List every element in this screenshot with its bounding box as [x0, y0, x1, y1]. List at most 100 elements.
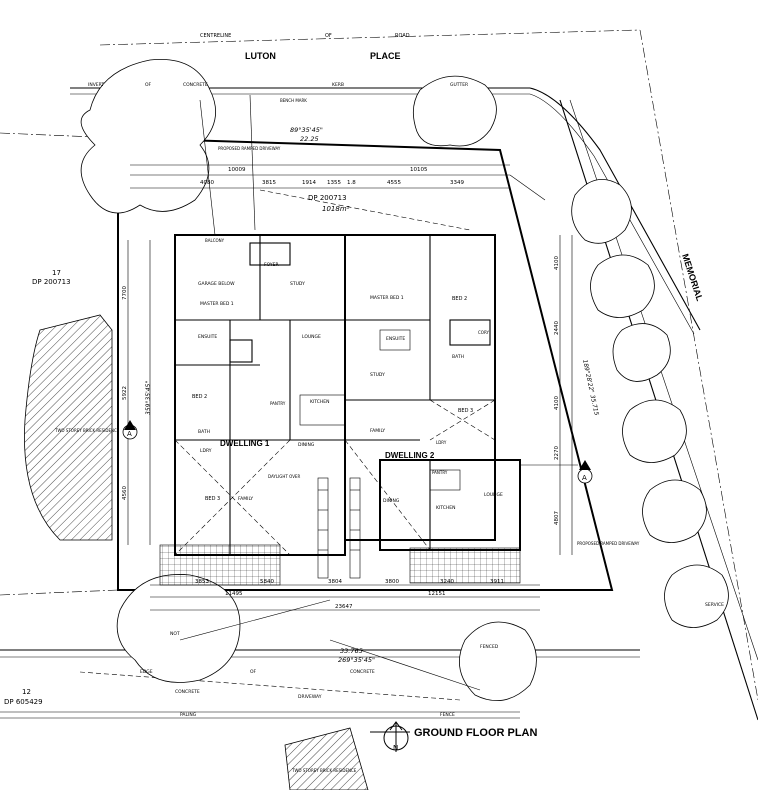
- edge-concrete-label: CONCRETE: [350, 669, 375, 675]
- lot-labels: 17 DP 200713 DP 200713 1018m² 12 DP 6054…: [4, 194, 350, 706]
- d2-ensuite: ENSUITE: [386, 336, 405, 342]
- dim-left-2: 5922: [122, 386, 128, 400]
- d2-study: STUDY: [370, 372, 385, 378]
- plan-title: GROUND FLOOR PLAN: [414, 727, 537, 739]
- kerb-invert: INVERT: [88, 82, 104, 88]
- d1-study: STUDY: [290, 281, 305, 287]
- section-marker-left: A: [122, 420, 138, 440]
- dim-bottom-1a: 3853: [195, 579, 209, 585]
- pathways: [317, 477, 361, 579]
- concrete-label-bottom: CONCRETE: [175, 689, 200, 695]
- svg-text:A: A: [127, 430, 132, 438]
- edge-label: EDGE: [140, 669, 153, 675]
- d1-lounge: LOUNGE: [302, 334, 321, 340]
- dim-right-3: 4100: [554, 396, 560, 410]
- trees: [80, 58, 729, 701]
- dim-bottom-total: 23647: [335, 604, 353, 610]
- front-deck-left: [159, 544, 281, 586]
- d1-master: MASTER BED 1: [200, 301, 234, 307]
- bearing-bottom: 269°35'45": [338, 656, 375, 664]
- dim-top-2c: 1914: [302, 180, 316, 186]
- dim-bottom-2b: 12151: [428, 591, 446, 597]
- neighbour-bottom-hatch: [284, 727, 369, 790]
- dim-right-5: 4807: [554, 511, 560, 525]
- dim-bottom-1b: 5840: [260, 579, 274, 585]
- d1-bed3: BED 3: [205, 496, 220, 502]
- dim-top-2a: 4080: [200, 180, 214, 186]
- d2-dwelling-title: DWELLING 2: [385, 451, 435, 460]
- dim-top-1a: 10009: [228, 167, 246, 173]
- d1-ensuite: ENSUITE: [198, 334, 217, 340]
- svg-text:A: A: [582, 474, 587, 482]
- d2-bed3: BED 3: [458, 408, 473, 414]
- bearing-right: 189°28'22" 35.715: [581, 359, 600, 416]
- edge-of-label: OF: [250, 669, 257, 675]
- d2-master: MASTER BED 1: [370, 295, 404, 301]
- misc-lines: [179, 94, 546, 691]
- bearing-top: 89°35'45": [290, 126, 323, 134]
- centreline-label-3: ROAD: [395, 33, 410, 39]
- north-arrow-icon: N: [383, 721, 409, 752]
- dim-top-2f: 4555: [387, 180, 401, 186]
- lot-bottom-dp: DP 605429: [4, 698, 43, 706]
- driveway-label-bottom: DRIVEWAY: [298, 694, 322, 700]
- dim-right-1: 4100: [554, 256, 560, 270]
- street-name-luton: LUTON: [245, 51, 276, 61]
- d1-dwelling-title: DWELLING 1: [220, 439, 270, 448]
- kerb-concrete: CONCRETE: [183, 82, 208, 88]
- d2-cory: CORY: [478, 330, 489, 335]
- proposed-driveway-right: PROPOSED RAMPED DRIVEWAY: [577, 541, 640, 546]
- bench-mark-label: BENCH MARK: [280, 98, 307, 103]
- kerb-of: OF: [145, 82, 152, 88]
- lot-centre-dp: DP 200713: [308, 194, 347, 202]
- lot-left-number: 17: [52, 269, 61, 277]
- bearing-top-dim: 22.25: [300, 135, 319, 143]
- d1-bath: BATH: [198, 429, 210, 435]
- bearing-bottom-dim: 33.765: [340, 647, 363, 655]
- kerb-kerb: KERB: [332, 82, 344, 88]
- dimension-lines: [127, 164, 573, 611]
- dim-top-2g: 3349: [450, 180, 464, 186]
- svg-text:N: N: [393, 744, 398, 752]
- bottom-road: [0, 649, 640, 719]
- dim-left-3: 4560: [122, 486, 128, 500]
- d2-bed2: BED 2: [452, 296, 467, 302]
- centreline-label-1: CENTRELINE: [200, 33, 231, 39]
- d2-ldry: LDRY: [436, 440, 447, 445]
- dim-right-2: 2440: [554, 321, 560, 335]
- d2-dining: DINING: [383, 498, 400, 504]
- d2-lounge: LOUNGE: [484, 492, 503, 498]
- neighbour-left-label: TWO STOREY BRICK RESIDENCE: [54, 428, 120, 433]
- fenced-label: FENCED: [480, 644, 499, 650]
- dim-top-2d: 1355: [327, 180, 341, 186]
- d2-pantry: PANTRY: [432, 470, 448, 475]
- d1-daylight: DAYLIGHT OVER: [268, 474, 300, 479]
- dim-left-1: 7700: [122, 286, 128, 300]
- dim-top-2e: 1.8: [347, 180, 356, 186]
- kerb-gutter: GUTTER: [450, 82, 468, 88]
- centreline-label-2: OF: [325, 33, 332, 39]
- section-marker-right: A: [520, 460, 593, 484]
- dimension-values: 10009 10105 4080 3815 1914 1355 1.8 4555…: [122, 167, 560, 610]
- dwelling-2-walls: [344, 234, 521, 551]
- lot-left-dp: DP 200713: [32, 278, 71, 286]
- d1-family: FAMILY: [238, 496, 253, 502]
- dim-bottom-1f: 3911: [490, 579, 504, 585]
- lot-centre-area: 1018m²: [322, 205, 350, 213]
- d1-ldry: LDRY: [200, 448, 212, 454]
- fence-label: FENCE: [440, 712, 455, 718]
- d1-dining: DINING: [298, 442, 315, 448]
- lot-bottom-number: 12: [22, 688, 31, 696]
- neighbour-left-hatch: [24, 314, 113, 541]
- d2-bath: BATH: [452, 354, 464, 360]
- d1-pantry: PANTRY: [270, 401, 286, 406]
- d1-bed2: BED 2: [192, 394, 207, 400]
- dim-top-1b: 10105: [410, 167, 428, 173]
- not-label: NOT: [170, 631, 180, 637]
- d2-family: FAMILY: [370, 428, 385, 434]
- front-deck-right: [409, 547, 521, 584]
- dwelling-2-rooms: MASTER BED 1 BED 2 ENSUITE CORY BATH STU…: [370, 295, 503, 511]
- dwelling-1-rooms: BALCONY GARAGE BELOW FOYER STUDY MASTER …: [192, 238, 330, 502]
- dim-bottom-1e: 3240: [440, 579, 454, 585]
